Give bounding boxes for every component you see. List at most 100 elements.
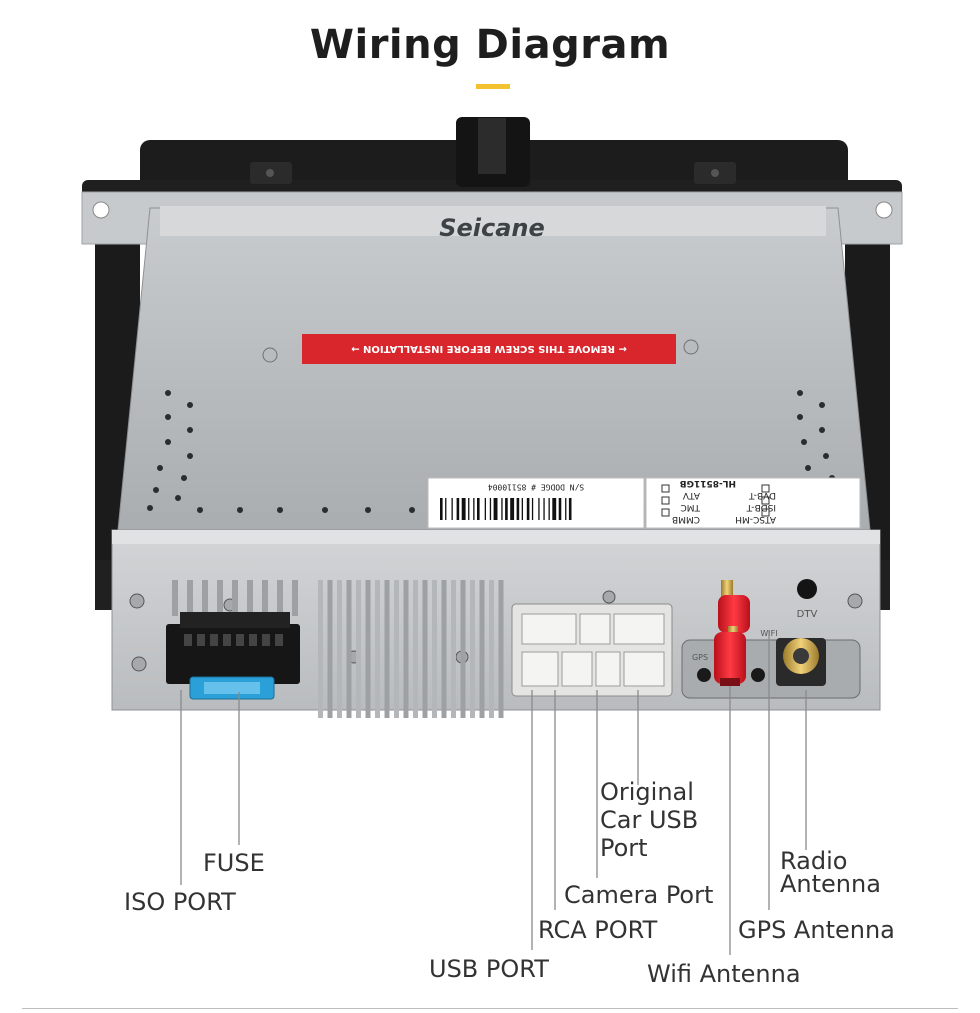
heat-sink-fin — [365, 580, 371, 718]
gps-antenna-label: GPS Antenna — [738, 916, 895, 944]
original-car-usb-port-label: Original Car USB Port — [600, 778, 699, 862]
heat-sink-fin — [187, 580, 193, 616]
heat-sink-fin — [327, 580, 333, 718]
barcode-bar — [548, 498, 550, 520]
heat-sink-fin — [413, 580, 418, 718]
heat-sink-fin — [451, 580, 456, 718]
barcode-bar — [493, 498, 498, 520]
heat-sink-fin — [172, 580, 178, 616]
warning-sticker — [302, 334, 676, 364]
barcode-bar — [505, 498, 508, 520]
heat-sink-fin — [277, 580, 283, 616]
heat-sink-fin — [432, 580, 437, 718]
gps-mark: GPS — [692, 653, 708, 662]
usb-port-label: USB PORT — [429, 955, 549, 983]
heat-sink-fin — [460, 580, 466, 718]
heat-sink-fin — [318, 580, 323, 718]
wifi-antenna-connector — [718, 580, 750, 638]
barcode-bar — [473, 498, 475, 520]
iso-pin — [184, 634, 192, 646]
barcode-bar — [526, 498, 530, 520]
iso-pin — [197, 634, 205, 646]
heat-sink-fin — [337, 580, 342, 718]
barcode-bar — [440, 498, 443, 520]
iso-pin — [249, 634, 257, 646]
barcode-bar — [451, 498, 453, 520]
iso-pin — [210, 634, 218, 646]
barcode-bar — [489, 498, 492, 520]
heat-sink-fin — [498, 580, 504, 718]
barcode-bar — [516, 498, 520, 520]
model-label: HL-8511GB — [680, 478, 736, 488]
iso-pin — [236, 634, 244, 646]
warning-sticker-text: ← REMOVE THIS SCREW BEFORE INSTALLATION … — [351, 343, 627, 354]
barcode-bar — [538, 498, 540, 520]
option-label: ATV — [682, 490, 700, 500]
radio-antenna-label: Radio Antenna — [780, 847, 881, 898]
barcode-bar — [501, 498, 503, 520]
barcode-bar — [543, 498, 545, 520]
brand-logo: Seicane — [439, 214, 545, 242]
bottom-divider — [22, 1008, 958, 1009]
gps-antenna-connector — [714, 632, 746, 686]
heat-sink-fin — [232, 580, 238, 616]
heat-sink-fin — [247, 580, 253, 616]
barcode-bar — [461, 498, 466, 520]
barcode-bar — [521, 498, 523, 520]
option-label: ISDB-T — [746, 502, 776, 512]
options-label — [645, 477, 861, 529]
heat-sink-fin — [422, 580, 428, 718]
serial-label-text: S/N DODGE # 85110004 — [488, 483, 585, 492]
barcode-bar — [445, 498, 447, 520]
heat-sink-fin — [375, 580, 380, 718]
heat-sink-fin — [394, 580, 399, 718]
barcode-bar — [558, 498, 562, 520]
heat-sink-fin — [356, 580, 361, 718]
barcode-bar — [565, 498, 567, 520]
heat-sink-fin — [384, 580, 390, 718]
multi-connector-block — [511, 603, 673, 697]
heat-sink-fin — [202, 580, 208, 616]
barcode-bar — [510, 498, 515, 520]
screw-icon — [683, 339, 699, 355]
heat-sink-fin — [470, 580, 475, 718]
iso-pin — [262, 634, 270, 646]
barcode-bar — [456, 498, 460, 520]
barcode — [438, 496, 634, 522]
barcode-bar — [568, 498, 572, 520]
iso-port — [166, 612, 300, 684]
barcode-bar — [468, 498, 470, 520]
barcode-bar — [531, 498, 534, 520]
camera-port-label: Camera Port — [564, 881, 714, 909]
vent-holes — [147, 390, 835, 513]
rca-port-label: RCA PORT — [538, 916, 658, 944]
option-label: ATSC-MH — [735, 514, 776, 524]
option-label: TMC — [680, 502, 701, 512]
iso-pin — [223, 634, 231, 646]
fuse-label: FUSE — [203, 849, 265, 877]
title-underline — [476, 84, 510, 89]
barcode-bar — [477, 498, 480, 520]
wifi-antenna-label: Wifi Antenna — [647, 960, 801, 988]
heat-sink-fin — [292, 580, 298, 616]
heat-sink — [172, 580, 504, 718]
dtv-mark: DTV — [797, 609, 818, 620]
heat-sink-fin — [403, 580, 409, 718]
leader-lines — [180, 630, 807, 955]
barcode-bar — [552, 498, 557, 520]
option-label: CMMB — [672, 514, 700, 524]
option-checkboxes — [661, 484, 770, 517]
barcode-bar — [484, 498, 486, 520]
heat-sink-fin — [479, 580, 485, 718]
heat-sink-fin — [441, 580, 447, 718]
dtv-port — [797, 579, 817, 599]
page-title: Wiring Diagram — [309, 22, 671, 68]
radio-antenna-socket — [776, 638, 826, 686]
heat-sink-fin — [489, 580, 494, 718]
heat-sink-fin — [217, 580, 223, 616]
iso-port-label: ISO PORT — [124, 888, 236, 916]
heat-sink-fin — [262, 580, 268, 616]
heat-sink-fin — [346, 580, 352, 718]
iso-pin — [275, 634, 283, 646]
